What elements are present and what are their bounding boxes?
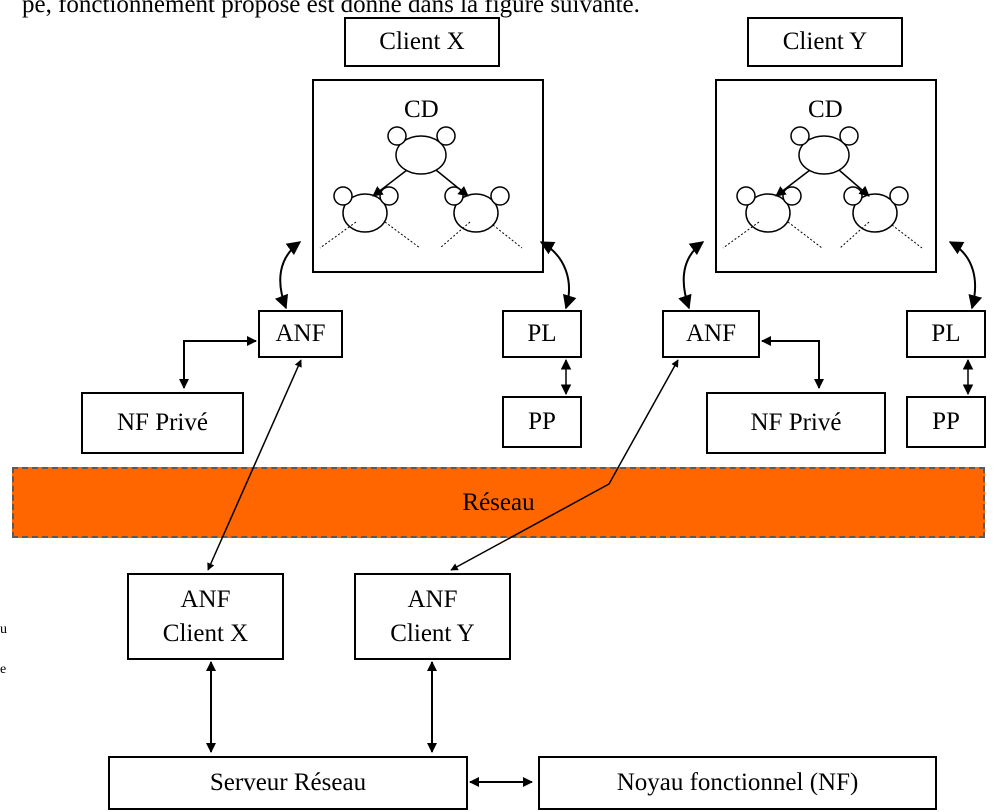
arrow-anf-nfprive-x	[179, 336, 257, 389]
margin-text-fragment-2: e	[0, 662, 7, 677]
client-x-label: Client X	[379, 28, 465, 56]
serveur-reseau-label: Serveur Réseau	[209, 769, 367, 797]
client-x-box: Client X	[344, 17, 500, 67]
arrow-anf-nfprive-y	[761, 336, 824, 389]
tree-y	[722, 126, 923, 249]
anf-client-x-line2: Client X	[162, 619, 249, 647]
pp-y-box: PP	[906, 396, 986, 448]
client-y-box: Client Y	[747, 17, 903, 67]
cd-frame-x	[312, 79, 544, 273]
serveur-reseau-box: Serveur Réseau	[108, 756, 468, 810]
anf-client-y-line2: Client Y	[390, 619, 475, 647]
tree-x	[319, 126, 523, 249]
anf-client-y-line1: ANF	[407, 585, 458, 613]
nf-prive-y-box: NF Privé	[706, 392, 886, 454]
arrow-anf-y-anfclient-y	[450, 359, 679, 571]
intro-text-fragment: pe, fonctionnement proposé est donné dan…	[22, 0, 640, 18]
arrow-anf-x-anfclient-x	[207, 359, 302, 571]
arrow-cd-pl-x	[539, 241, 577, 310]
arrow-cd-pl-y	[948, 241, 983, 310]
noyau-fonctionnel-box: Noyau fonctionnel (NF)	[538, 756, 937, 810]
anf-client-x-box: ANF Client X	[127, 573, 284, 660]
anf-y-box: ANF	[662, 310, 760, 358]
pp-y-label: PP	[932, 408, 960, 436]
cd-frame-y	[715, 79, 937, 273]
pl-x-label: PL	[527, 320, 557, 348]
arrow-cd-anf-y	[678, 241, 705, 310]
nf-prive-y-label: NF Privé	[750, 409, 842, 437]
anf-y-label: ANF	[685, 320, 736, 348]
anf-client-y-box: ANF Client Y	[354, 573, 511, 660]
margin-text-fragment-1: u	[0, 622, 7, 637]
anf-x-box: ANF	[258, 310, 343, 358]
pp-x-box: PP	[502, 396, 582, 448]
noyau-fonctionnel-label: Noyau fonctionnel (NF)	[616, 769, 859, 797]
pl-y-label: PL	[931, 320, 961, 348]
pp-x-label: PP	[528, 408, 556, 436]
pl-y-box: PL	[906, 310, 986, 358]
anf-client-x-line1: ANF	[180, 585, 231, 613]
client-y-label: Client Y	[782, 28, 868, 56]
arrow-cd-anf-x	[274, 241, 302, 310]
pl-x-box: PL	[502, 310, 582, 358]
anf-x-label: ANF	[275, 320, 326, 348]
cd-label-x: CD	[404, 96, 439, 123]
nf-prive-x-label: NF Privé	[117, 409, 208, 437]
cd-label-y: CD	[808, 96, 843, 123]
nf-prive-x-box: NF Privé	[81, 392, 244, 454]
